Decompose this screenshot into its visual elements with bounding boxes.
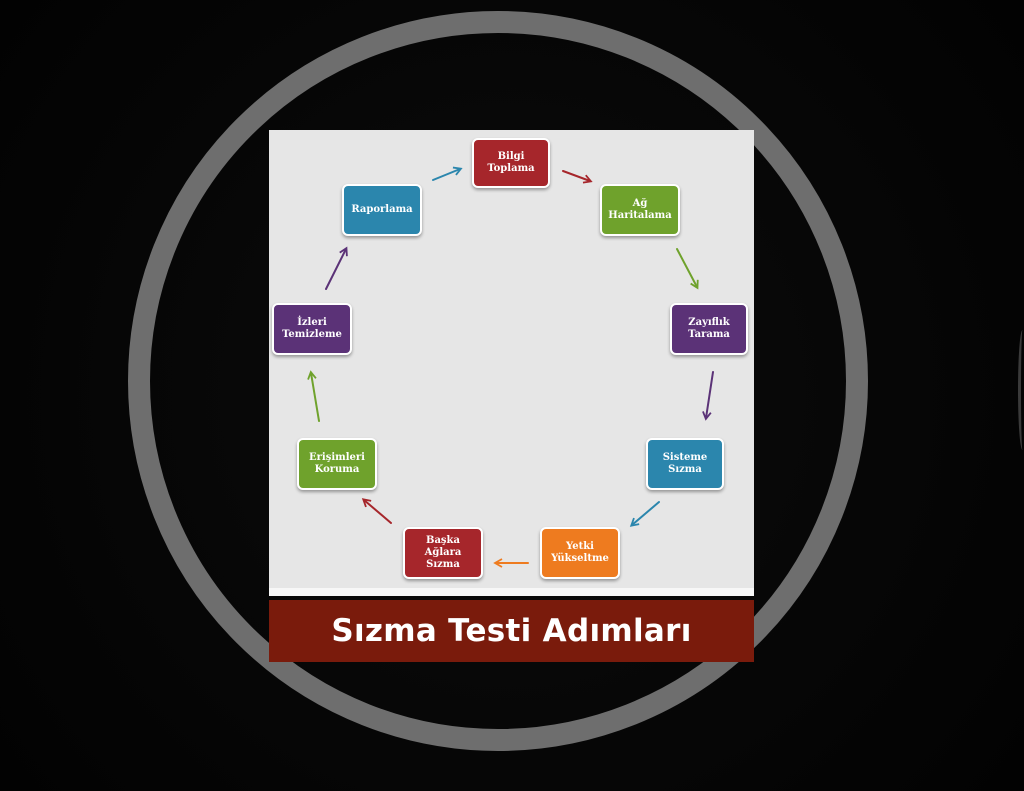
step-ag-haritalama: Ağ Haritalama [600,184,680,236]
page-title: Sızma Testi Adımları [331,613,692,649]
step-izleri-temizleme: İzleri Temizleme [272,303,352,355]
step-sisteme-sizma: Sisteme Sızma [646,438,724,490]
step-raporlama: Raporlama [342,184,422,236]
step-zayiflik-tarama: Zayıflık Tarama [670,303,748,355]
step-yetki-yukseltme: Yetki Yükseltme [540,527,620,579]
panel-bottom-strip [269,588,754,596]
step-baska-aglara-sizma: Başka Ağlara Sızma [403,527,483,579]
step-bilgi-toplama: Bilgi Toplama [472,138,550,188]
title-banner: Sızma Testi Adımları [269,600,754,662]
step-erisimleri-koruma: Erişimleri Koruma [297,438,377,490]
edge-ring-fragment [1018,330,1024,450]
